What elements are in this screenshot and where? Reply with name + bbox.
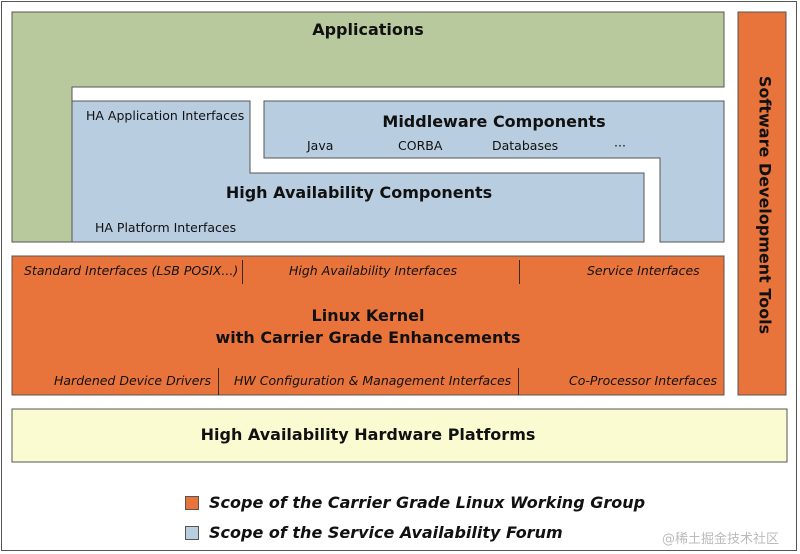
middleware-block [263,100,725,243]
kernel-top-divider-1 [242,260,243,284]
kernel-top-divider-2 [519,260,520,284]
ha-components-block [71,100,645,243]
kernel-hardened-drivers: Hardened Device Drivers [54,373,212,388]
middleware-item-java: Java [307,138,334,153]
legend-swatch-saf [185,526,199,540]
kernel-hw-config-interfaces: HW Configuration & Management Interfaces [234,373,512,388]
applications-title: Applications [312,20,424,39]
middleware-item-corba: CORBA [398,138,443,153]
kernel-title-line1: Linux Kernel [311,306,425,325]
hardware-title: High Availability Hardware Platforms [200,425,536,444]
software-tools-block [737,11,787,396]
legend-swatch-cgl [185,496,199,510]
middleware-title: Middleware Components [382,112,606,131]
kernel-bottom-divider-1 [218,368,219,395]
ha-platform-interfaces-label: HA Platform Interfaces [95,220,237,235]
linux-kernel-block [11,255,725,396]
software-tools-title: Software Development Tools [755,75,775,335]
middleware-item-databases: Databases [492,138,559,153]
middleware-item-more: ··· [614,138,626,153]
ha-components-title: High Availability Components [225,183,493,202]
kernel-ha-interfaces: High Availability Interfaces [289,263,458,278]
kernel-standard-interfaces: Standard Interfaces (LSB POSIX...) [24,263,239,278]
kernel-coprocessor-interfaces: Co-Processor Interfaces [569,373,718,388]
ha-application-interfaces-label: HA Application Interfaces [86,108,245,123]
legend-label-saf: Scope of the Service Availability Forum [209,523,563,542]
applications-layer [11,11,725,243]
kernel-bottom-divider-2 [518,368,519,395]
hardware-block [11,408,788,463]
legend-label-cgl: Scope of the Carrier Grade Linux Working… [209,493,646,512]
watermark-text: @稀土掘金技术社区 [662,532,780,547]
kernel-title-line2: with Carrier Grade Enhancements [215,328,521,347]
kernel-service-interfaces: Service Interfaces [587,263,700,278]
